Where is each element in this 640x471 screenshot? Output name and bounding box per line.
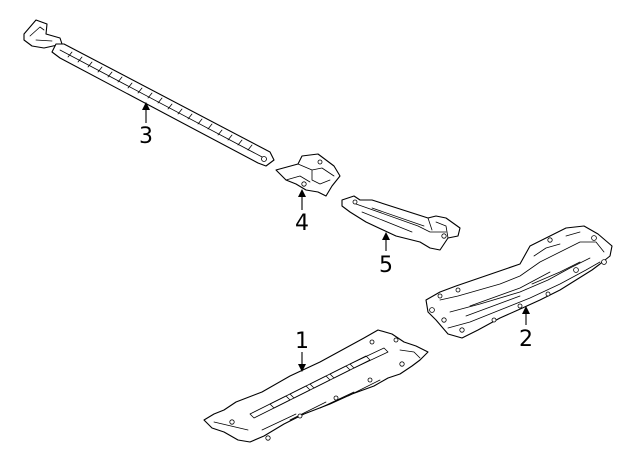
callout-3: 3 (139, 102, 153, 149)
callout-2: 2 (519, 306, 533, 352)
callout-1: 1 (295, 329, 309, 372)
part-5-shield (341, 195, 461, 251)
callout-5: 5 (379, 232, 393, 278)
callout-5-label: 5 (379, 253, 393, 278)
part-3-strip (23, 19, 275, 167)
part-4-bracket (275, 153, 341, 197)
callout-1-label: 1 (295, 329, 309, 354)
callout-2-label: 2 (519, 327, 533, 352)
callout-4: 4 (295, 189, 309, 236)
callout-3-arrowhead (142, 102, 150, 110)
part-1-panel (203, 329, 429, 443)
callout-3-label: 3 (139, 124, 153, 149)
callout-2-arrowhead (522, 306, 530, 314)
part-2-shield (425, 225, 613, 339)
callout-5-arrowhead (382, 232, 390, 240)
callout-4-arrowhead (298, 189, 306, 197)
callout-4-label: 4 (295, 211, 309, 236)
callout-1-arrowhead (298, 364, 306, 372)
